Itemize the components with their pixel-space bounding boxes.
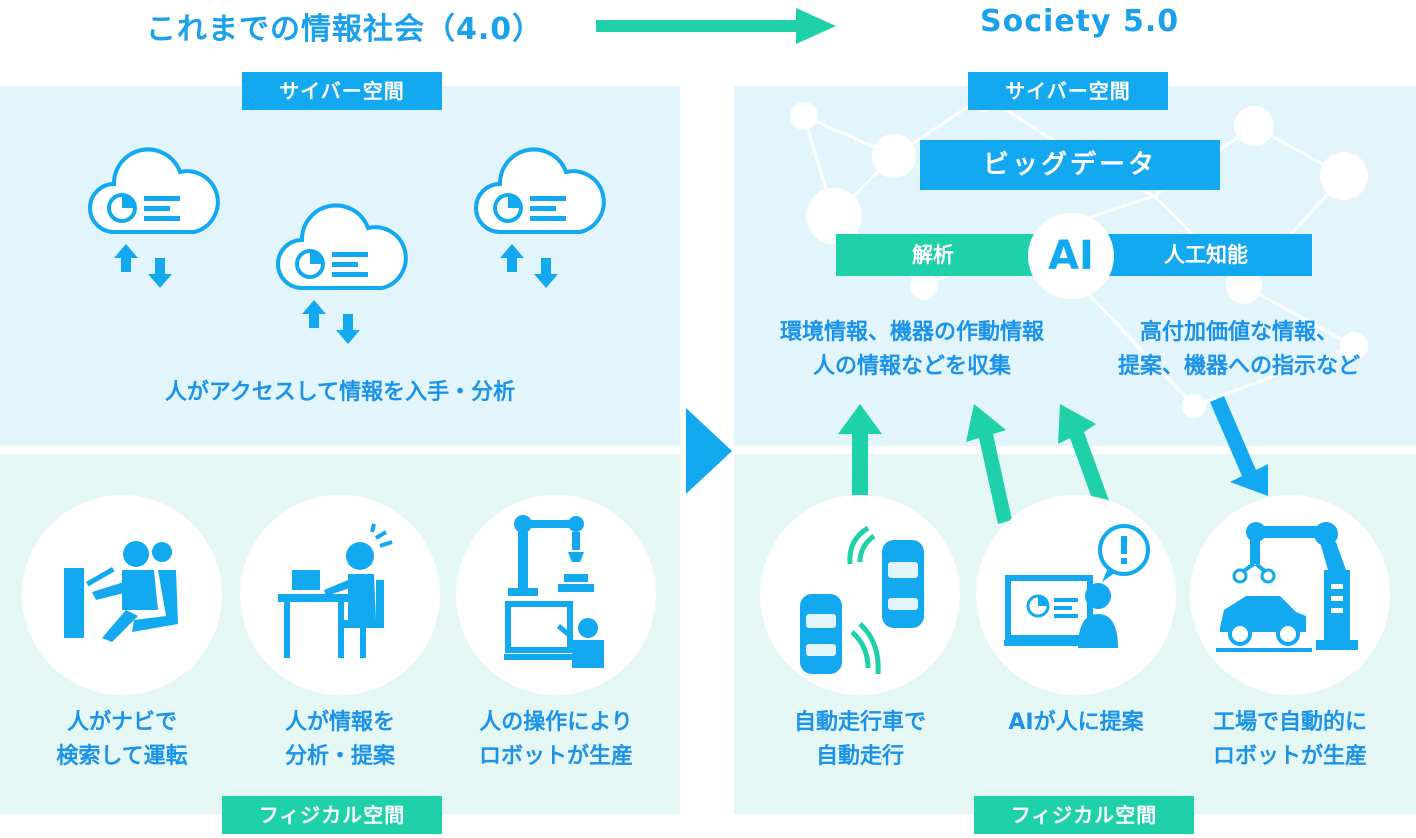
right-cyber-tag: サイバー空間 xyxy=(968,72,1168,110)
right-item-3-text: 工場で自動的にロボットが生産 xyxy=(1212,710,1367,769)
ai-circle: AI xyxy=(1028,213,1114,299)
left-cyber-tag: サイバー空間 xyxy=(242,72,442,110)
right-item-2-text: AIが人に提案 xyxy=(1008,710,1144,735)
upload-arrow-icon xyxy=(838,404,882,496)
cloud-data-icon xyxy=(474,147,606,288)
autonomous-car-icon xyxy=(800,525,924,675)
left-item-2-text: 人が情報を分析・提案 xyxy=(284,710,395,769)
right-title: Society 5.0 xyxy=(980,4,1180,39)
ai-full-bar: 人工知能 xyxy=(1100,234,1312,276)
left-circle-3 xyxy=(456,495,656,695)
right-circle-1 xyxy=(760,495,960,695)
robot-operator-icon xyxy=(504,515,604,668)
desk-worker-icon xyxy=(278,523,393,658)
transition-arrow-icon xyxy=(596,8,836,44)
cloud-data-icon xyxy=(88,147,220,288)
left-item-3-text: 人の操作によりロボットが生産 xyxy=(478,710,633,769)
ai-suggest-icon xyxy=(1004,524,1150,648)
upload-arrow-icon xyxy=(1058,404,1116,526)
download-arrow-icon xyxy=(1210,396,1268,496)
upload-arrow-icon xyxy=(966,404,1012,524)
factory-robot-icon xyxy=(1216,522,1358,652)
right-item-1-text: 自動走行車で自動走行 xyxy=(793,710,926,769)
left-cyber-caption: 人がアクセスして情報を入手・分析 xyxy=(164,380,516,405)
left-title: これまでの情報社会（4.0） xyxy=(146,12,544,47)
center-arrow-icon xyxy=(686,408,732,494)
output-text: 高付加価値な情報、提案、機器への指示など xyxy=(1117,320,1360,379)
driver-icon xyxy=(64,541,178,642)
left-physical-tag: フィジカル空間 xyxy=(222,796,442,834)
collect-text: 環境情報、機器の作動情報人の情報などを収集 xyxy=(779,320,1044,379)
bigdata-bar: ビッグデータ xyxy=(920,140,1220,190)
right-physical-tag: フィジカル空間 xyxy=(974,796,1194,834)
cloud-data-icon xyxy=(276,203,408,344)
left-item-1-text: 人がナビで検索して運転 xyxy=(56,710,188,769)
